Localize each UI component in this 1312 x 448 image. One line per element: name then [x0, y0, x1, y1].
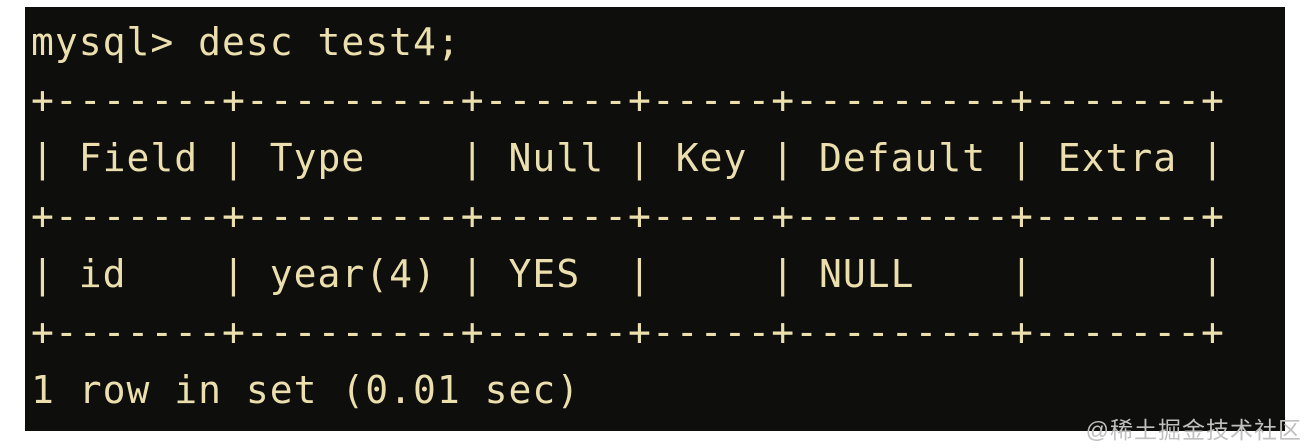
terminal-command-line: mysql> desc test4;: [31, 20, 461, 64]
table-data-row: | id | year(4) | YES | | NULL | |: [31, 252, 1225, 296]
table-header-row: | Field | Type | Null | Key | Default | …: [31, 136, 1225, 180]
table-border-bottom: +-------+---------+------+-----+--------…: [31, 310, 1225, 354]
table-border-middle: +-------+---------+------+-----+--------…: [31, 194, 1225, 238]
watermark-text: @稀土掘金技术社区: [1085, 417, 1302, 443]
terminal-status-line: 1 row in set (0.01 sec): [31, 368, 581, 412]
table-border-top: +-------+---------+------+-----+--------…: [31, 78, 1225, 122]
terminal-window: mysql> desc test4; +-------+---------+--…: [25, 7, 1285, 431]
